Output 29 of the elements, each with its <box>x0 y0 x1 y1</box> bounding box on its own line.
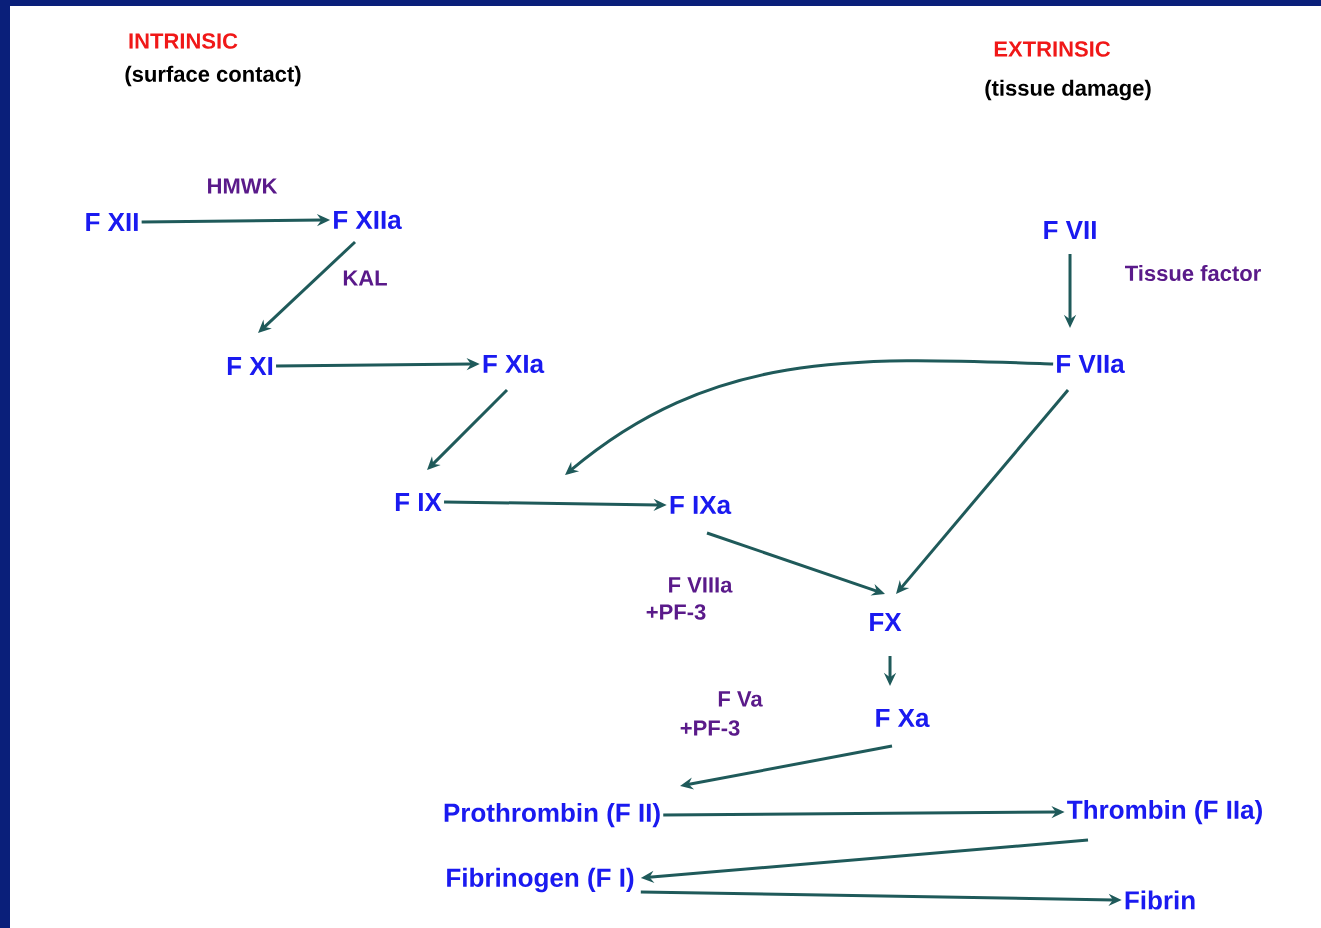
factor-label: F Xa <box>876 708 930 728</box>
arrow <box>258 240 357 333</box>
factor-label: F XII <box>86 213 138 231</box>
edge-label: Tissue factor <box>1125 264 1261 282</box>
cofactor-label: +PF-3 <box>680 720 740 736</box>
factor-label: Prothrombin (F II) <box>444 802 660 828</box>
factor-label: Fibrinogen (F I) <box>447 867 634 893</box>
pathway-subheading: (tissue damage) <box>985 79 1151 101</box>
factor-label: F XIa <box>483 354 545 374</box>
arrow <box>896 389 1070 594</box>
cofactor-label: +PF-3 <box>646 604 706 620</box>
pathway-subheading: (surface contact) <box>125 65 301 87</box>
factor-label: FX <box>870 613 902 631</box>
factor-label: F VIIa <box>1057 354 1125 374</box>
factor-label: F IXa <box>670 495 732 515</box>
factor-label: F IX <box>395 493 442 511</box>
edge-label: KAL <box>343 270 387 286</box>
factor-label: Thrombin (F IIa) <box>1067 799 1262 825</box>
cofactor-label: F Va <box>718 691 763 707</box>
cofactor-label: F VIIIa <box>669 577 733 593</box>
pathway-heading: INTRINSIC <box>129 33 238 49</box>
factor-label: F VII <box>1044 221 1096 239</box>
arrow <box>427 388 509 470</box>
edge-label: HMWK <box>208 178 278 194</box>
factor-label: F XI <box>227 357 273 375</box>
factor-label: Fibrin <box>1125 890 1195 910</box>
pathway-heading: EXTRINSIC <box>994 41 1111 57</box>
factor-label: F XIIa <box>334 210 402 230</box>
arrow <box>565 359 1054 475</box>
